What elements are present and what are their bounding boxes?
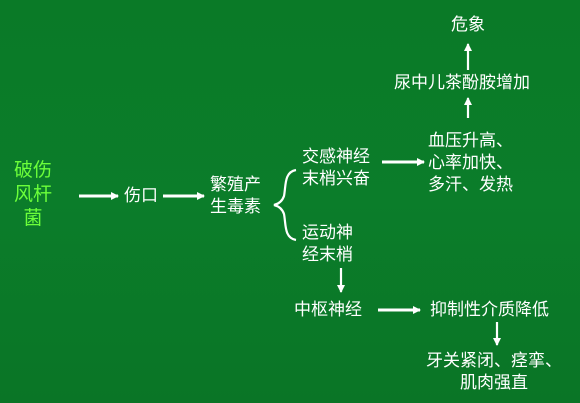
node-cns: 中枢神经 <box>294 300 362 320</box>
node-bp: 血压升高、 心率加快、 多汗、发热 <box>428 131 513 195</box>
node-toxin: 繁殖产 生毒素 <box>210 175 261 217</box>
node-inhibit: 抑制性介质降低 <box>430 300 549 320</box>
node-cause-text: 破伤 风杆 菌 <box>14 159 53 229</box>
node-urine: 尿中儿茶酚胺增加 <box>394 73 530 93</box>
node-cause: 破伤 风杆 菌 <box>14 158 52 230</box>
node-sympathetic: 交感神经 末梢兴奋 <box>302 147 370 189</box>
node-spasm: 牙关紧闭、痉挛、 肌肉强直 <box>426 351 562 393</box>
node-wound: 伤口 <box>124 186 158 206</box>
node-motor: 运动神 经末梢 <box>302 223 353 265</box>
node-danger: 危象 <box>451 15 485 35</box>
brace <box>273 168 297 242</box>
